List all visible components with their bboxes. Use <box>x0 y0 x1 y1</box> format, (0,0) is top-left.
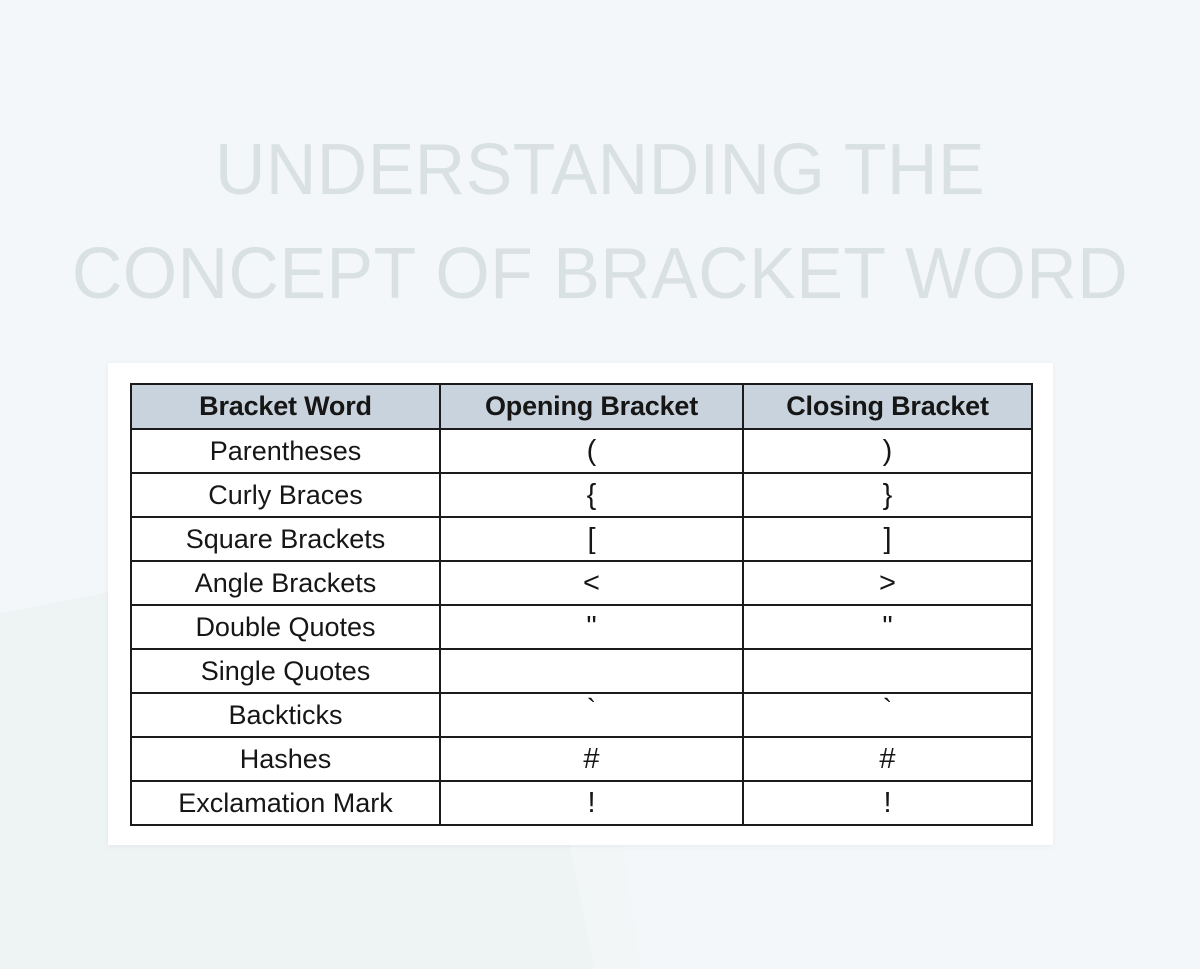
cell-closing-bracket: ! <box>742 780 1033 826</box>
cell-closing-bracket: ] <box>742 516 1033 562</box>
cell-bracket-word: Angle Brackets <box>130 560 441 606</box>
cell-opening-bracket: ` <box>439 692 744 738</box>
cell-bracket-word: Double Quotes <box>130 604 441 650</box>
cell-closing-bracket: ` <box>742 692 1033 738</box>
page-title: Understanding The Concept Of Bracket Wor… <box>71 130 1129 314</box>
cell-closing-bracket <box>742 648 1033 694</box>
table-row: Backticks`` <box>130 692 1033 738</box>
table-row: Hashes## <box>130 736 1033 782</box>
cell-opening-bracket: < <box>439 560 744 606</box>
table-row: Square Brackets[] <box>130 516 1033 562</box>
bracket-reference-table: Bracket Word Opening Bracket Closing Bra… <box>130 383 1033 826</box>
cell-closing-bracket: " <box>742 604 1033 650</box>
column-header-closing-bracket: Closing Bracket <box>742 383 1033 430</box>
table-row: Parentheses() <box>130 428 1033 474</box>
cell-opening-bracket: { <box>439 472 744 518</box>
column-header-bracket-word: Bracket Word <box>130 383 441 430</box>
cell-bracket-word: Hashes <box>130 736 441 782</box>
cell-bracket-word: Parentheses <box>130 428 441 474</box>
cell-opening-bracket: # <box>439 736 744 782</box>
cell-bracket-word: Square Brackets <box>130 516 441 562</box>
cell-opening-bracket <box>439 648 744 694</box>
table-row: Curly Braces{} <box>130 472 1033 518</box>
cell-bracket-word: Backticks <box>130 692 441 738</box>
table-row: Double Quotes"" <box>130 604 1033 650</box>
cell-opening-bracket: [ <box>439 516 744 562</box>
cell-closing-bracket: > <box>742 560 1033 606</box>
cell-closing-bracket: # <box>742 736 1033 782</box>
cell-closing-bracket: } <box>742 472 1033 518</box>
table-row: Exclamation Mark!! <box>130 780 1033 826</box>
table-body: Parentheses()Curly Braces{}Square Bracke… <box>130 428 1033 826</box>
cell-opening-bracket: " <box>439 604 744 650</box>
cell-opening-bracket: ! <box>439 780 744 826</box>
cell-opening-bracket: ( <box>439 428 744 474</box>
cell-closing-bracket: ) <box>742 428 1033 474</box>
table-header-row: Bracket Word Opening Bracket Closing Bra… <box>130 383 1033 430</box>
column-header-opening-bracket: Opening Bracket <box>439 383 744 430</box>
cell-bracket-word: Exclamation Mark <box>130 780 441 826</box>
table-row: Single Quotes <box>130 648 1033 694</box>
table-row: Angle Brackets<> <box>130 560 1033 606</box>
cell-bracket-word: Single Quotes <box>130 648 441 694</box>
table-card: Bracket Word Opening Bracket Closing Bra… <box>108 363 1053 845</box>
cell-bracket-word: Curly Braces <box>130 472 441 518</box>
